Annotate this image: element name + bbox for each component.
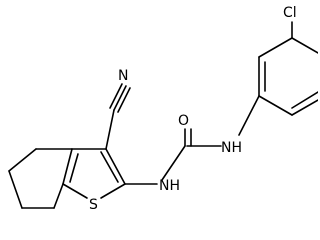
- carbonyl-nh-bond: [161, 145, 186, 181]
- molecule-structure: Cl NH O NH S N: [8, 5, 318, 213]
- nh-left-label: NH: [159, 178, 180, 194]
- chlorophenyl-ring: [258, 37, 318, 116]
- nitrile-bond-a: [109, 83, 123, 109]
- nitrogen-atom-label: N: [118, 68, 128, 84]
- nitrile-bond-c: [117, 87, 131, 113]
- molecule-canvas: Cl NH O NH S N: [8, 5, 318, 213]
- aryl-nh-bond: [238, 95, 260, 136]
- oxygen-atom-label: O: [178, 113, 189, 129]
- c-cn-bond: [105, 109, 115, 150]
- nitrile-bond-b: [113, 85, 127, 111]
- thiophene-ring: [62, 148, 126, 199]
- nh-right-label: NH: [221, 140, 242, 156]
- sulfur-atom-label: S: [89, 197, 98, 213]
- chlorine-atom-label: Cl: [283, 5, 297, 21]
- cyclopentane-ring: [8, 148, 73, 209]
